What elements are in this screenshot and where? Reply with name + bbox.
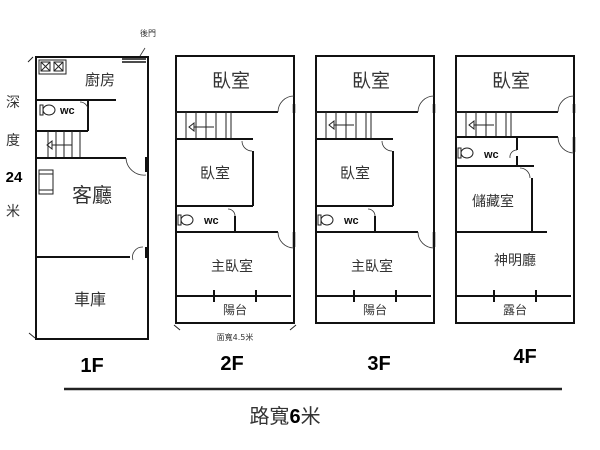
door-swing bbox=[277, 95, 295, 113]
floor-label-3f: 3F bbox=[367, 353, 390, 375]
floor-4f: 臥室 wc 儲藏室 神明廳 bbox=[455, 55, 576, 368]
frontage-width-label: 面寬4.5米 bbox=[217, 332, 254, 342]
door-swing bbox=[227, 208, 236, 217]
floor-1f-corner-tick bbox=[27, 56, 34, 63]
staircase-icon bbox=[46, 131, 81, 158]
floor-1f: 後門 廚房 wc bbox=[27, 28, 156, 377]
room-balcony: 陽台 bbox=[363, 302, 387, 317]
corner-tick bbox=[289, 324, 297, 331]
depth-char: 度 bbox=[6, 133, 20, 149]
wc-label: wc bbox=[483, 149, 499, 161]
room-terrace: 露台 bbox=[503, 302, 527, 317]
back-door-label: 後門 bbox=[140, 28, 156, 38]
toilet-icon bbox=[177, 214, 194, 226]
floor-2f-outline bbox=[175, 55, 295, 324]
road-width-unit: 米 bbox=[301, 404, 321, 428]
depth-value: 24 bbox=[6, 169, 23, 186]
floor-2f: 臥室 臥室 wc 主臥室 陽台 bbox=[173, 55, 297, 375]
floor-3f: 臥室 臥室 wc 主臥室 陽台 bbox=[315, 55, 436, 375]
room-master-bedroom: 主臥室 bbox=[351, 258, 393, 275]
door-swing bbox=[79, 101, 89, 111]
room-shrine-hall: 神明廳 bbox=[494, 252, 536, 269]
room-bedroom-front: 臥室 bbox=[212, 70, 250, 92]
floor-label-2f: 2F bbox=[220, 353, 243, 375]
door-swing bbox=[277, 231, 295, 249]
road-width-label: 路寬6米 bbox=[249, 404, 320, 428]
room-living-room: 客廳 bbox=[72, 183, 112, 207]
staircase-icon bbox=[315, 111, 372, 140]
floor-label-4f: 4F bbox=[513, 346, 536, 368]
room-bedroom-front: 臥室 bbox=[492, 70, 530, 92]
staircase-icon bbox=[455, 111, 512, 138]
wc-label: wc bbox=[59, 105, 75, 117]
room-bedroom-mid: 臥室 bbox=[200, 164, 230, 182]
road-width-prefix: 路寬 bbox=[249, 404, 289, 428]
room-storage: 儲藏室 bbox=[472, 193, 514, 210]
toilet-icon bbox=[39, 104, 56, 116]
wc-label: wc bbox=[343, 215, 359, 227]
room-master-bedroom: 主臥室 bbox=[211, 258, 253, 275]
room-kitchen: 廚房 bbox=[85, 71, 115, 89]
back-door-icon bbox=[122, 47, 146, 63]
door-swing bbox=[557, 136, 575, 154]
floor-1f-outline bbox=[35, 56, 149, 340]
depth-label: 深 度 24 米 bbox=[6, 95, 23, 220]
toilet-icon bbox=[457, 147, 474, 159]
door-swing bbox=[417, 231, 435, 249]
floor-3f-outline bbox=[315, 55, 435, 324]
door-swing bbox=[367, 208, 376, 217]
door-swing bbox=[417, 95, 435, 113]
room-bedroom-front: 臥室 bbox=[352, 70, 390, 92]
door-swing bbox=[125, 157, 147, 176]
floor-label-1f: 1F bbox=[80, 355, 103, 377]
door-swing bbox=[241, 140, 253, 152]
floor-4f-outline bbox=[455, 55, 575, 324]
door-swing bbox=[557, 95, 575, 113]
room-garage: 車庫 bbox=[74, 290, 106, 309]
corner-tick bbox=[173, 324, 181, 331]
door-swing bbox=[519, 167, 531, 179]
floor-1f-corner-tick bbox=[28, 332, 36, 339]
toilet-icon bbox=[317, 214, 334, 226]
room-bedroom-mid: 臥室 bbox=[340, 164, 370, 182]
staircase-icon bbox=[175, 111, 232, 140]
door-swing bbox=[509, 149, 518, 159]
room-balcony: 陽台 bbox=[223, 302, 247, 317]
door-swing bbox=[132, 246, 144, 261]
door-swing bbox=[381, 140, 393, 152]
stove-icon bbox=[38, 59, 67, 75]
wc-label: wc bbox=[203, 215, 219, 227]
depth-char: 米 bbox=[6, 204, 20, 220]
sofa-icon bbox=[38, 169, 54, 195]
depth-char: 深 bbox=[6, 95, 20, 111]
road-width-value: 6 bbox=[289, 406, 300, 428]
